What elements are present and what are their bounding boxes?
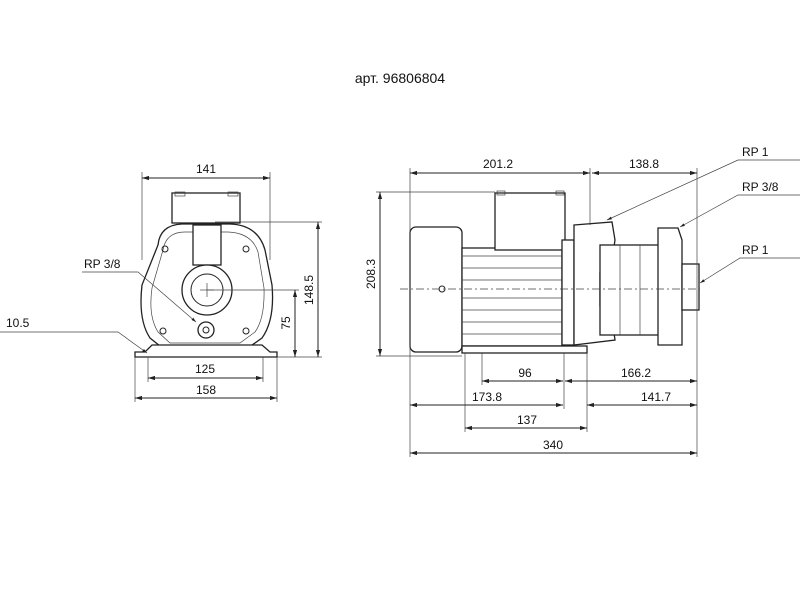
drawing-title: арт. 96806804 [355, 70, 445, 86]
label-rp-3-8-vent: RP 3/8 [742, 180, 779, 194]
dim-125: 125 [195, 362, 215, 376]
side-view: 201.2 138.8 208.3 96 166.2 173.8 141.7 1… [364, 145, 800, 457]
terminal-box [171, 192, 241, 224]
motor-flange [561, 239, 575, 346]
dim-75: 75 [279, 316, 293, 330]
dim-173-8: 173.8 [472, 390, 502, 404]
dim-148-5: 148.5 [302, 275, 316, 305]
drain-plug [197, 321, 215, 339]
fan-cover [409, 226, 463, 353]
discharge-neck [192, 224, 222, 266]
motor-body [461, 247, 563, 347]
dim-141-7: 141.7 [641, 390, 671, 404]
dim-201-2: 201.2 [483, 157, 513, 171]
dim-137: 137 [517, 413, 537, 427]
suction-port [681, 263, 700, 311]
front-view: 141 148.5 75 125 158 10.5 RP 3/8 [0, 162, 322, 402]
dim-208-3: 208.3 [364, 259, 378, 289]
dim-166-2: 166.2 [621, 366, 651, 380]
label-rp-1-discharge: RP 1 [742, 145, 769, 159]
pump-end-cover [657, 227, 683, 346]
dim-340: 340 [543, 438, 563, 452]
terminal-box [494, 192, 566, 251]
dim-96: 96 [518, 366, 532, 380]
label-rp-3-8-drain: RP 3/8 [84, 257, 121, 271]
dim-141: 141 [196, 162, 216, 176]
motor-foot [461, 345, 588, 354]
dim-138-8: 138.8 [629, 157, 659, 171]
dim-10-5: 10.5 [6, 316, 30, 330]
label-rp-1-suction: RP 1 [742, 243, 769, 257]
dim-158: 158 [196, 383, 216, 397]
pump-chambers [599, 244, 661, 336]
base-foot [134, 344, 278, 358]
